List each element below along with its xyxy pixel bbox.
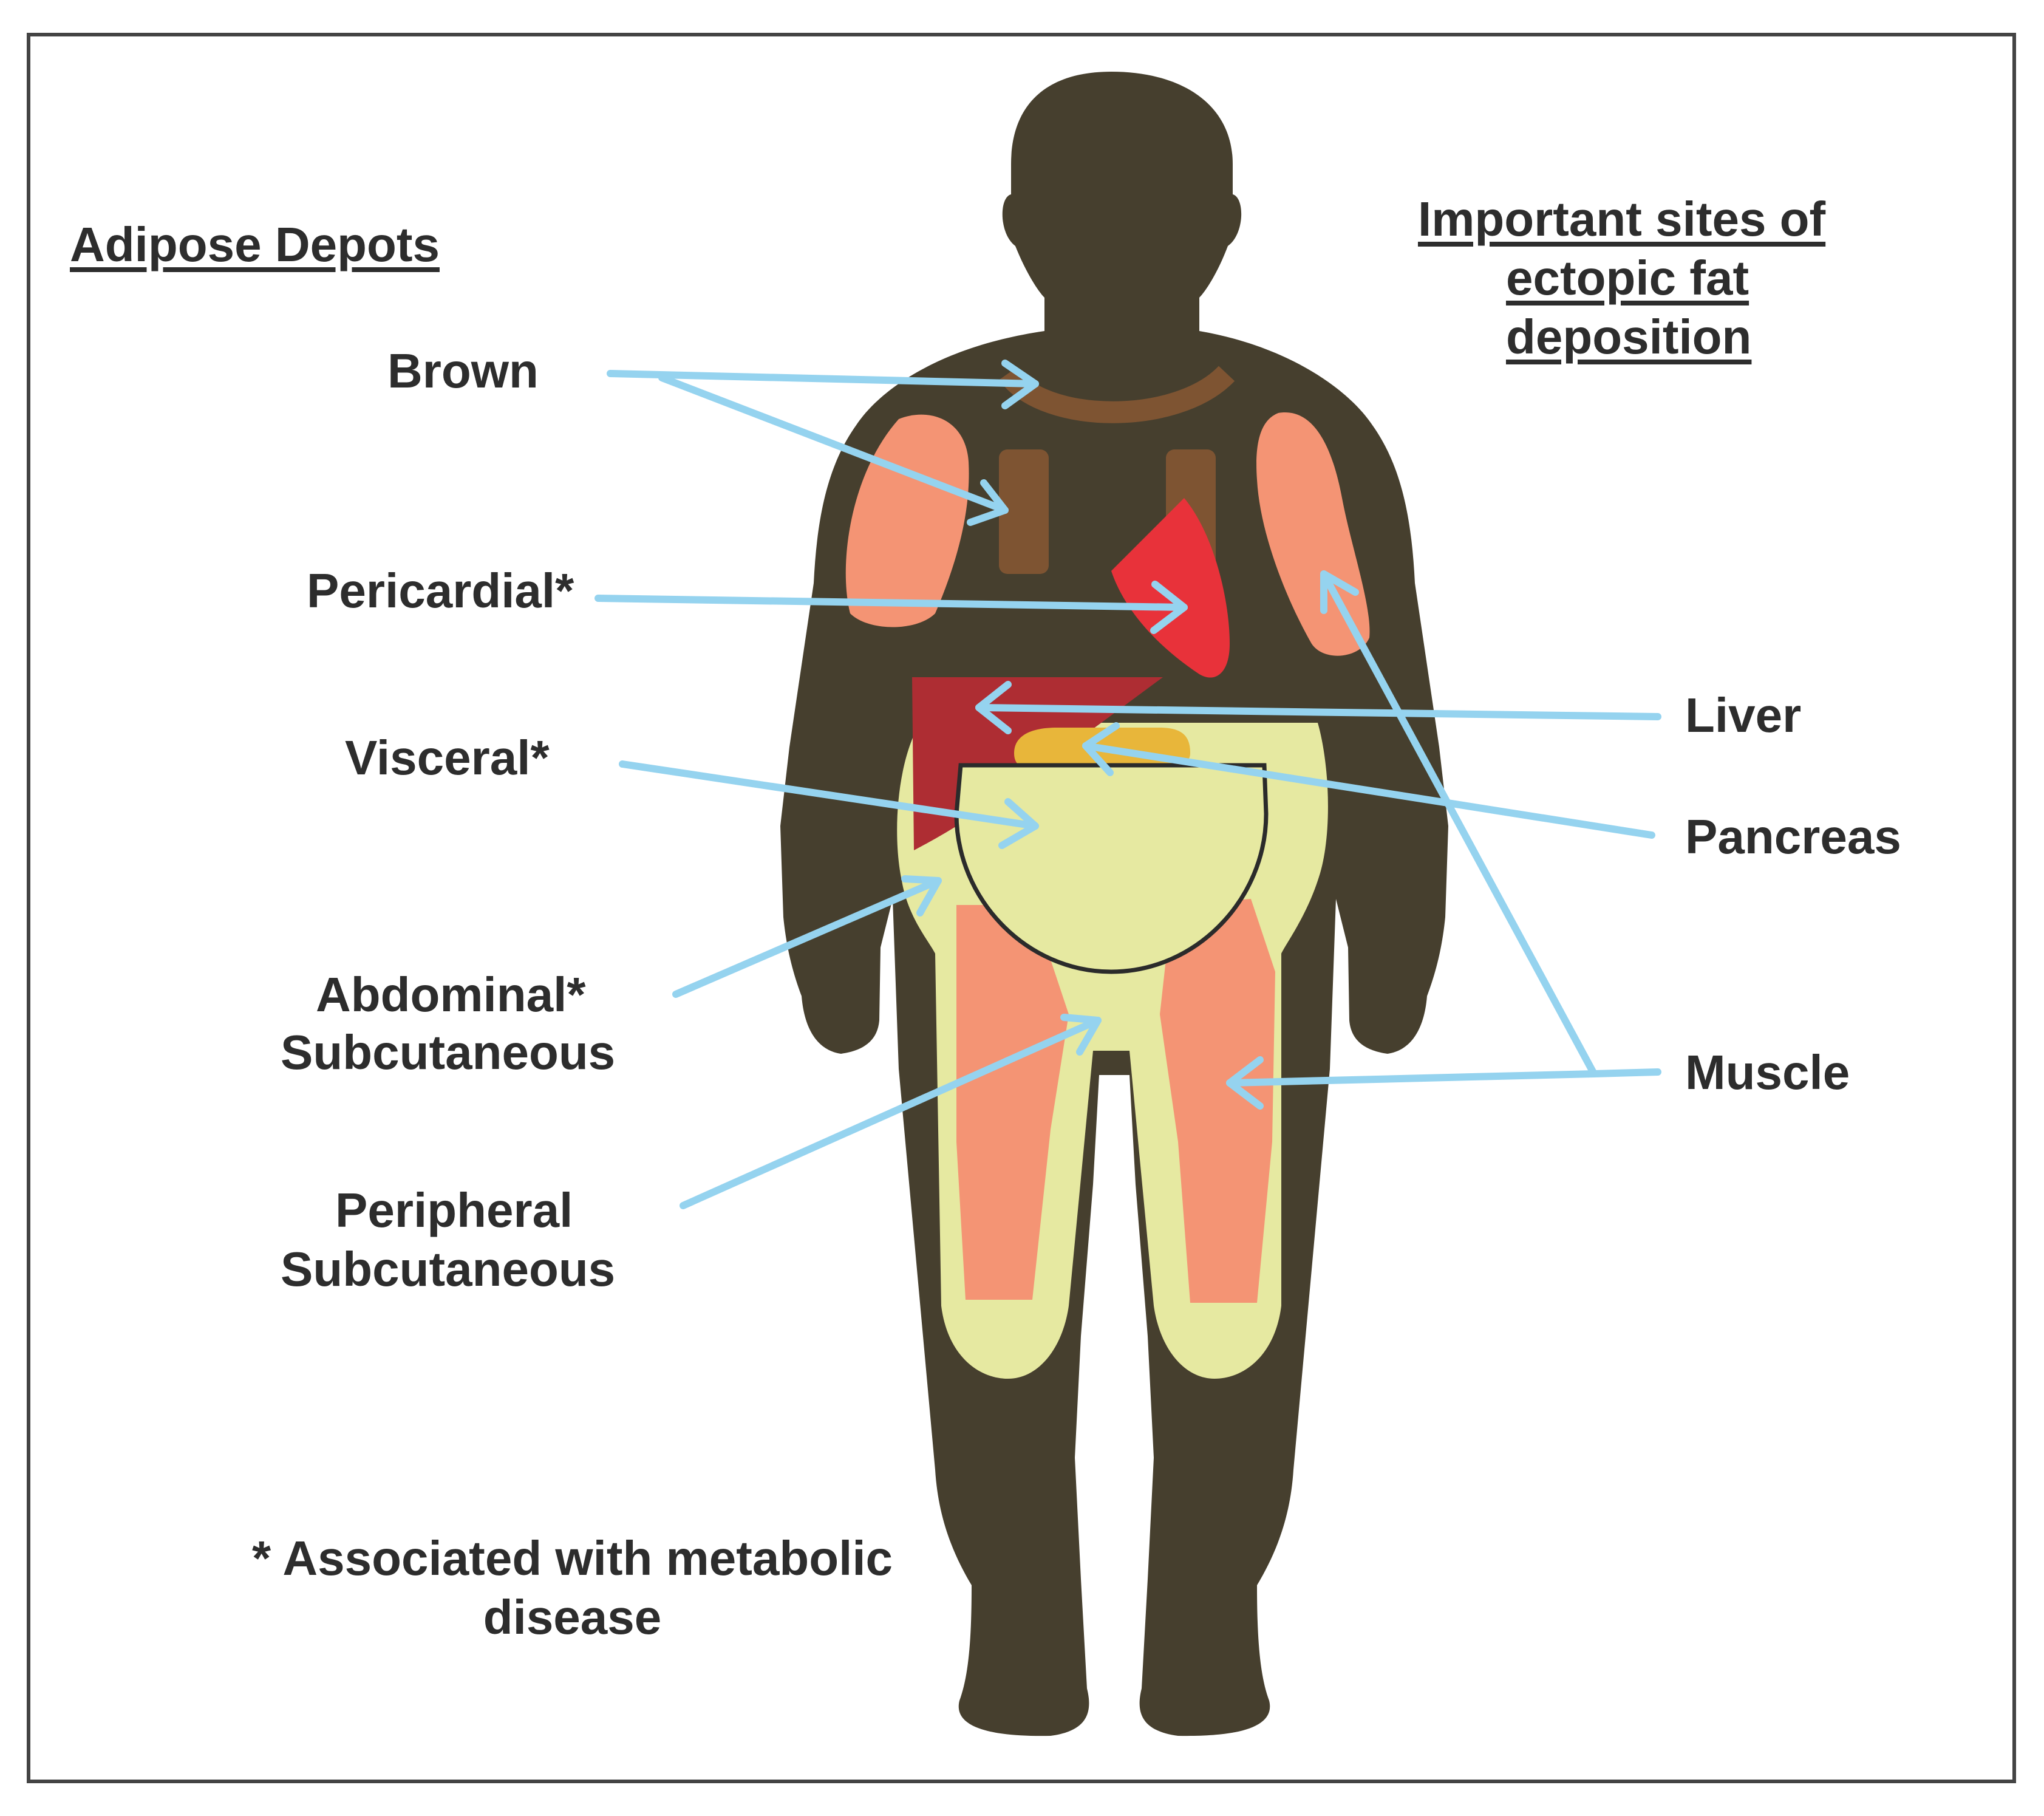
heading-ectopic-line1: Important sites of — [1418, 192, 1826, 246]
heading-adipose-depots: Adipose Depots — [70, 217, 440, 271]
label-pericardial: Pericardial* — [307, 564, 574, 618]
arrow-abdominal-head — [901, 875, 942, 917]
arrow-peripheral-head — [1060, 1014, 1102, 1056]
heading-ectopic-line3: deposition — [1506, 310, 1752, 364]
label-abdominal-line2: Subcutaneous — [281, 1025, 616, 1079]
arrow-pancreas-head — [1082, 722, 1120, 776]
arrow-peripheral — [680, 1017, 1102, 1209]
heading-ectopic-line2: ectopic fat — [1506, 251, 1749, 305]
arrow-brown-2-head — [967, 479, 1009, 526]
leg-muscle-left — [956, 905, 1069, 1300]
arrow-liver-head — [975, 681, 1012, 734]
label-liver: Liver — [1685, 688, 1802, 742]
arrow-liver — [975, 704, 1661, 720]
leg-muscle-right — [1160, 899, 1275, 1303]
arrow-brown-2 — [658, 374, 1009, 514]
label-brown: Brown — [387, 344, 539, 398]
arm-muscle-left — [845, 414, 969, 627]
arrow-muscle-lower-head — [1226, 1056, 1264, 1110]
arrow-abdominal — [672, 877, 942, 998]
brown-fat-left — [999, 449, 1049, 574]
arrow-brown-1 — [607, 370, 1039, 387]
pointer-arrows — [594, 360, 1661, 1209]
arrow-visceral — [619, 760, 1039, 830]
arrow-visceral-head — [998, 798, 1039, 849]
arrow-pericardial-head — [1150, 581, 1188, 634]
label-peripheral-line2: Subcutaneous — [281, 1242, 616, 1296]
silhouette-head — [1002, 72, 1242, 340]
arrow-pericardial — [594, 595, 1188, 611]
pericardial-heart — [1111, 498, 1230, 678]
arrow-pancreas — [1082, 742, 1655, 839]
arm-muscle-right — [1256, 412, 1370, 656]
arrow-muscle-upper-head — [1320, 570, 1359, 614]
arrow-muscle-lower — [1226, 1070, 1598, 1087]
label-peripheral-line1: Peripheral — [335, 1183, 573, 1237]
label-muscle: Muscle — [1685, 1045, 1850, 1099]
arrow-brown-1-head — [1001, 360, 1039, 409]
visceral-fat — [954, 763, 1269, 974]
footnote-line2: disease — [483, 1590, 662, 1644]
footnote-line1: * Associated with metabolic — [251, 1531, 893, 1585]
label-pancreas: Pancreas — [1685, 810, 1901, 864]
diagram-frame — [27, 33, 2016, 1783]
label-visceral: Visceral* — [345, 731, 550, 785]
label-abdominal-line1: Abdominal* — [316, 968, 586, 1022]
